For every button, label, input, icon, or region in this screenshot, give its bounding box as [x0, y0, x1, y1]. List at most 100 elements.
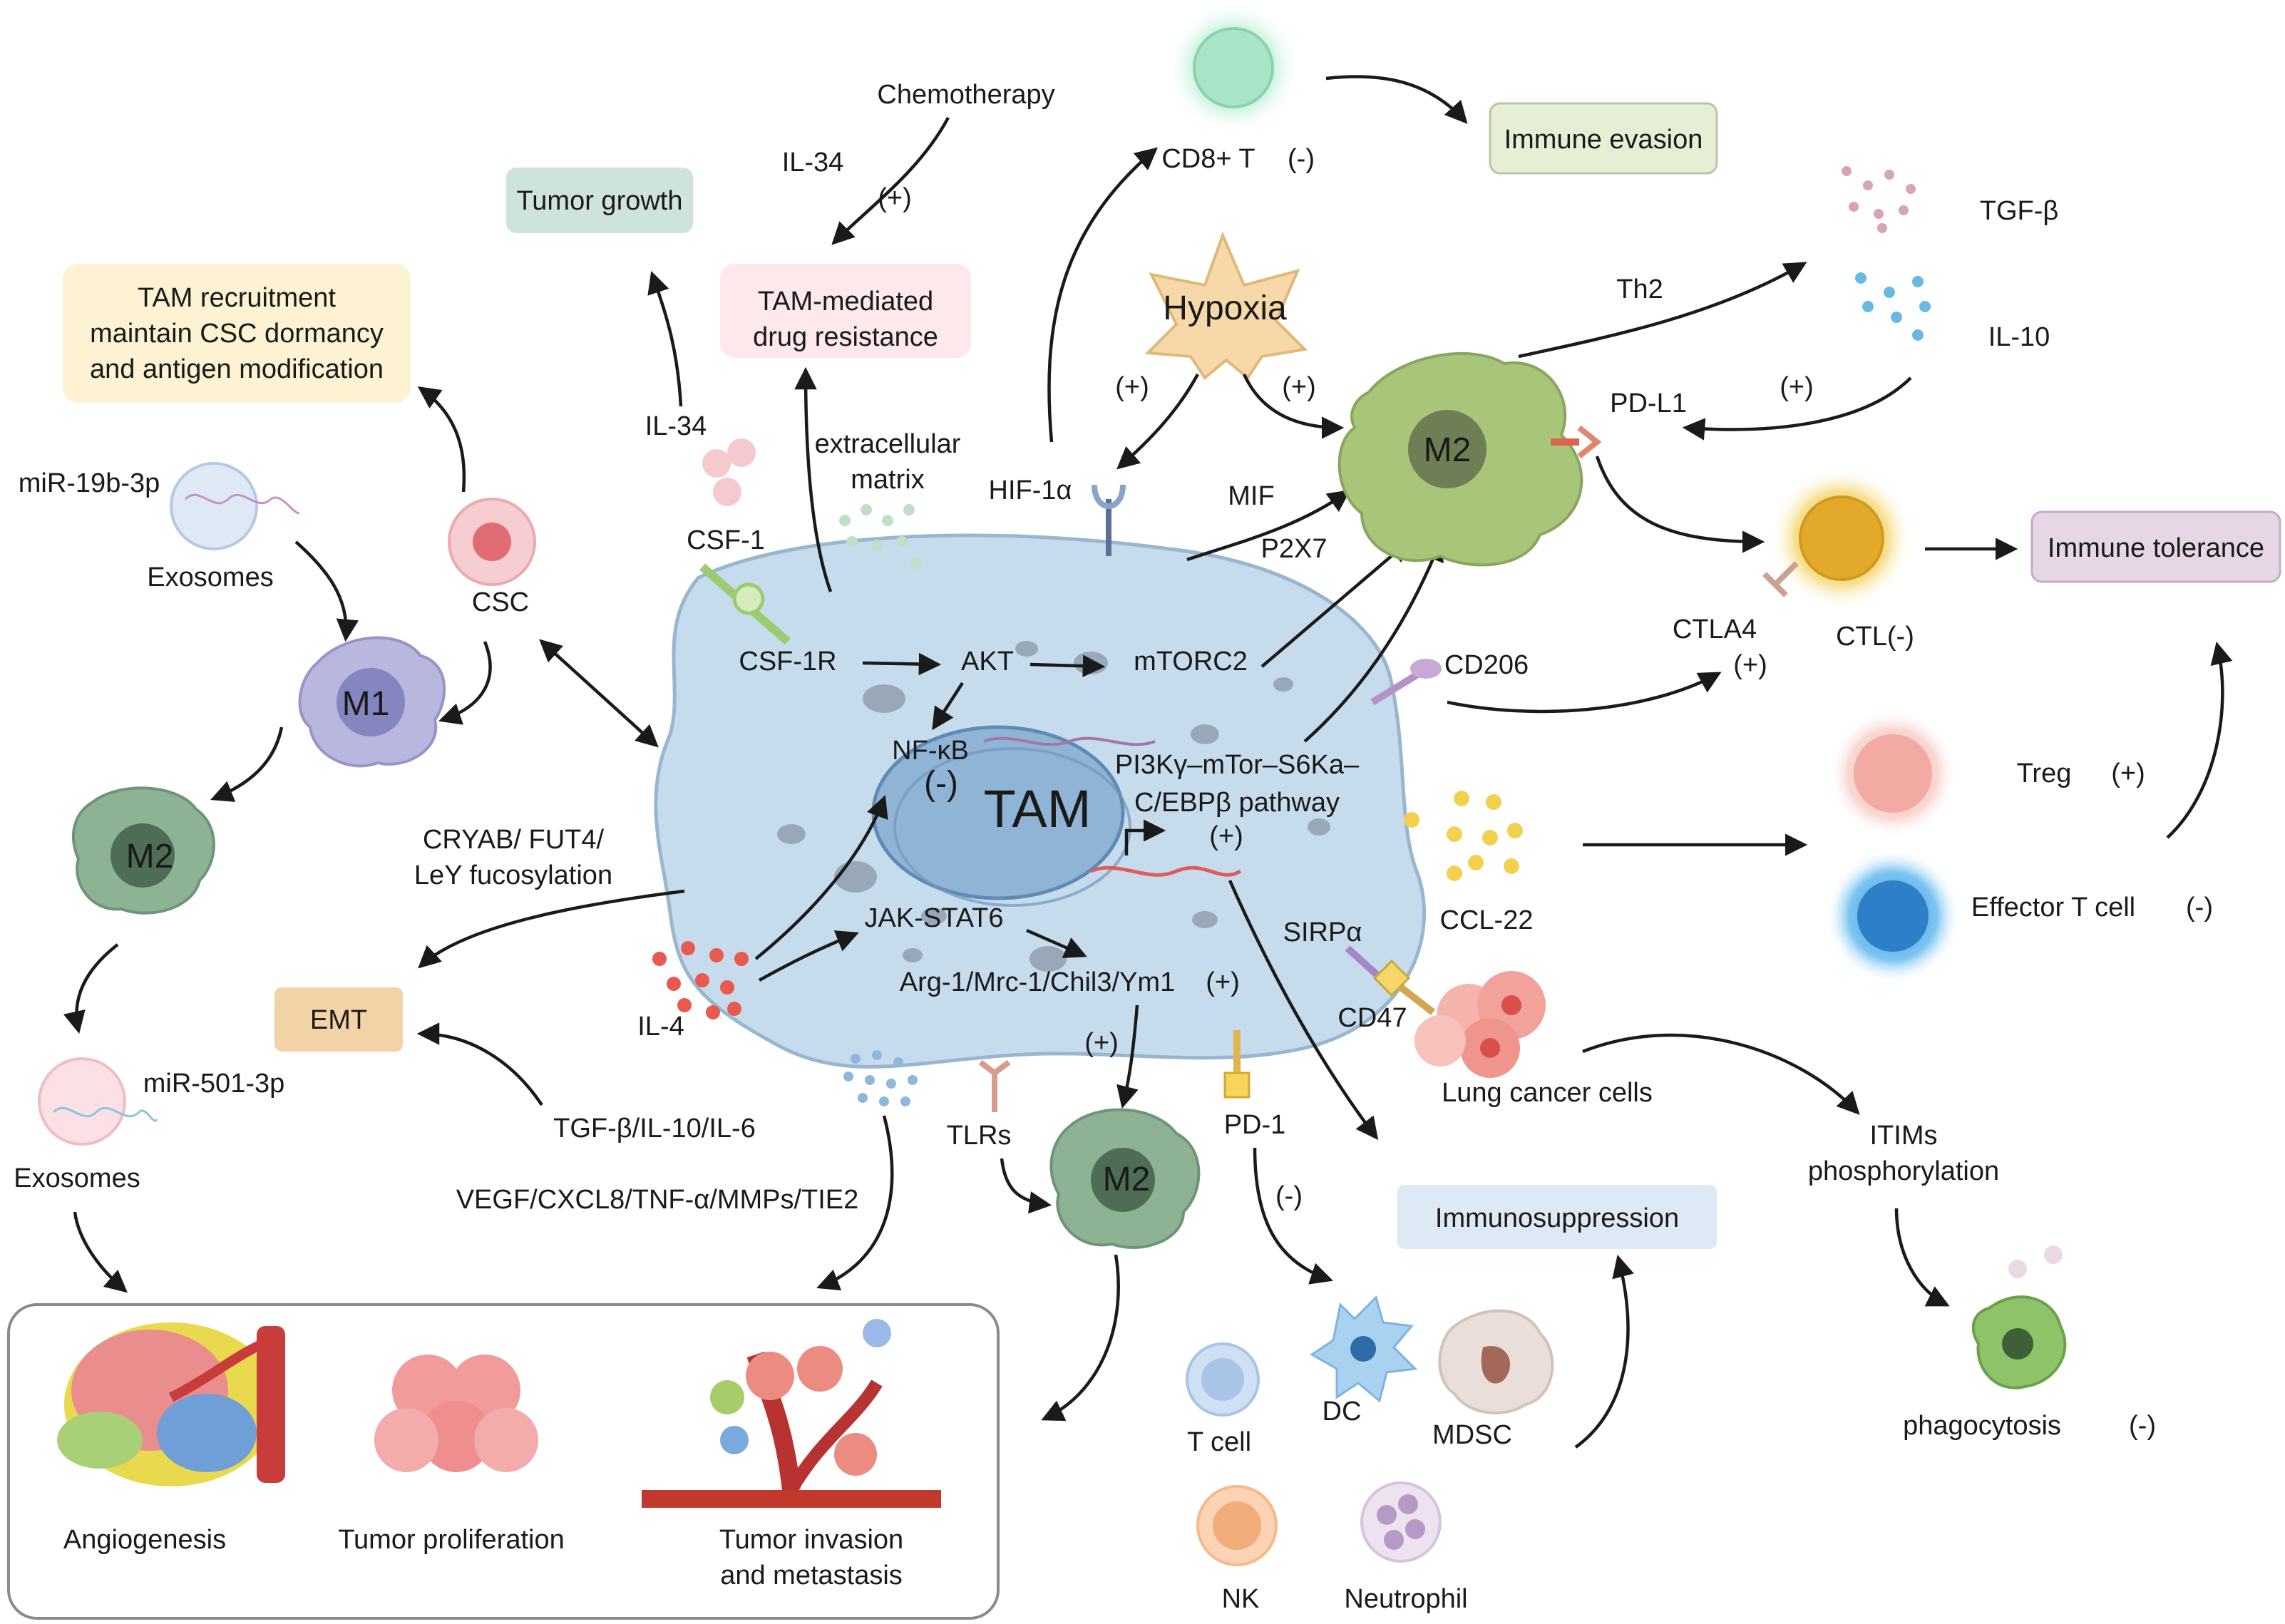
arrow-tgf-emt [416, 1022, 543, 1106]
label-lung-cancer: Lung cancer cells [1442, 1078, 1653, 1108]
label-dc: DC [1323, 1397, 1362, 1427]
arrow-csc-m1 [438, 641, 492, 725]
label-m2-bottom: M2 [1103, 1161, 1151, 1198]
label-vegf: VEGF/CXCL8/TNF-α/MMPs/TIE2 [456, 1185, 859, 1215]
arrow-m2-th2 [1518, 262, 1807, 359]
label-hyp-plus-right: (+) [1282, 372, 1316, 402]
box-immune-evasion [1489, 102, 1718, 175]
label-cd206-plus: (+) [1733, 650, 1767, 680]
ctla4-receptor [1762, 561, 1799, 597]
arrow-il4-jak [758, 930, 859, 982]
arrow-exo-m1 [294, 540, 359, 642]
label-pd1: PD-1 [1224, 1110, 1286, 1140]
label-cryab-1: CRYAB/ FUT4/ [423, 825, 605, 855]
label-phago: phagocytosis [1903, 1411, 2061, 1441]
nfkb-label: NF-κB [892, 736, 969, 766]
m1-cell [298, 636, 446, 768]
nfkb-sign: (-) [924, 765, 958, 803]
arrow-m2b-panel [1041, 1254, 1120, 1422]
treg-nucleus [1854, 734, 1932, 813]
label-mdsc: MDSC [1432, 1420, 1512, 1450]
label-treg-sign: (+) [2111, 759, 2145, 788]
m2-top-cell [1337, 351, 1583, 567]
box-tumor-growth-text: Tumor growth [517, 186, 683, 216]
label-il4: IL-4 [637, 1012, 684, 1042]
arrow-csc-tam [539, 639, 659, 748]
box-drug-2: drug resistance [753, 322, 938, 352]
il34-droplets [702, 438, 756, 506]
pathway-sign: (+) [1209, 821, 1243, 851]
arrow-jak-arg [1026, 928, 1087, 958]
box-immunosuppression [1397, 1185, 1717, 1249]
label-m1: M1 [342, 685, 390, 723]
ecm-droplets [839, 504, 922, 569]
label-pdl1: PD-L1 [1610, 389, 1687, 418]
arrow-cd206-ctla [1447, 672, 1722, 714]
il10-droplets [1855, 272, 1931, 341]
box-recruit-2: maintain CSC dormancy [90, 319, 384, 349]
invasion-illustration [642, 1319, 941, 1508]
label-tlrs: TLRs [947, 1121, 1012, 1151]
label-il34-left: IL-34 [645, 411, 707, 441]
akt-label: AKT [961, 647, 1014, 677]
label-proliferation: Tumor proliferation [338, 1525, 565, 1555]
pathway-line-1: PI3Kγ–mTor–S6Ka– [1115, 750, 1360, 780]
lung-cancer-cells [1414, 971, 1546, 1078]
box-immune-tolerance [2030, 510, 2281, 583]
label-cd8: CD8+ T [1161, 144, 1255, 174]
label-invasion-2: and metastasis [720, 1561, 903, 1590]
arrow-mif-m2 [1186, 489, 1351, 562]
label-csc: CSC [472, 587, 529, 617]
arrow-il10-pdl1 [1682, 376, 1912, 441]
csc-cell [448, 498, 536, 586]
label-tgfb: TGF-β [1980, 196, 2059, 226]
label-m2b-plus: (+) [1084, 1028, 1119, 1058]
label-mir19: miR-19b-3p [19, 468, 160, 498]
arrow-akt-nfkb [932, 682, 964, 731]
box-tam-recruit [63, 264, 411, 403]
label-il34-top: IL-34 [782, 148, 844, 178]
label-exo2: Exosomes [14, 1163, 140, 1193]
box-recruit-3: and antigen modification [90, 354, 384, 384]
label-effector: Effector T cell [1971, 893, 2135, 923]
arg-sign: (+) [1206, 967, 1240, 997]
arrow-effector-tolerance [2166, 641, 2233, 839]
proliferation-illustration [374, 1355, 538, 1472]
label-invasion-1: Tumor invasion [719, 1525, 903, 1555]
arrow-cd8-evasion [1325, 75, 1468, 124]
m2-bottom-cell [1049, 1108, 1201, 1249]
label-tgf-il: TGF-β/IL-10/IL-6 [553, 1114, 756, 1144]
exosome-2 [38, 1057, 158, 1146]
arrow-il34-growth [647, 271, 683, 407]
arrow-vegf-panel [816, 1115, 894, 1291]
pdl1-receptor [1551, 425, 1602, 459]
arrow-csc-recruit [417, 386, 466, 493]
vegf-droplets [843, 1050, 918, 1106]
box-drug-resistance [720, 264, 971, 358]
label-phago-sign: (-) [2129, 1411, 2156, 1441]
label-itims-2: phosphorylation [1808, 1156, 1999, 1186]
arg-markers-label: Arg-1/Mrc-1/Chil3/Ym1 [900, 967, 1175, 997]
label-tcell: T cell [1187, 1427, 1251, 1457]
csf1r-receptor [699, 563, 791, 645]
label-mif: MIF [1228, 481, 1274, 511]
arrow-hypoxia-m2 [1242, 374, 1345, 439]
label-csf1: CSF-1 [687, 525, 765, 555]
arrow-ecm-drug [794, 366, 833, 592]
arrow-il4-nfkb [754, 795, 888, 960]
arrow-chemo-drug [831, 116, 950, 245]
transcription-arrow [1124, 819, 1166, 855]
box-emt-text: EMT [310, 1005, 367, 1035]
label-ecm-1: extracellular [815, 429, 961, 459]
label-cd47: CD47 [1337, 1003, 1407, 1033]
exosome-1 [170, 462, 300, 550]
label-il10-plus: (+) [1780, 372, 1814, 402]
label-hif: HIF-1α [989, 476, 1072, 505]
label-ctla4: CTLA4 [1673, 615, 1757, 644]
label-p2x7: P2X7 [1261, 534, 1328, 564]
tam-label: TAM [984, 779, 1092, 838]
pd1-receptor [1223, 1030, 1251, 1099]
label-treg: Treg [2017, 759, 2072, 788]
label-sirpa: SIRPα [1283, 918, 1362, 947]
